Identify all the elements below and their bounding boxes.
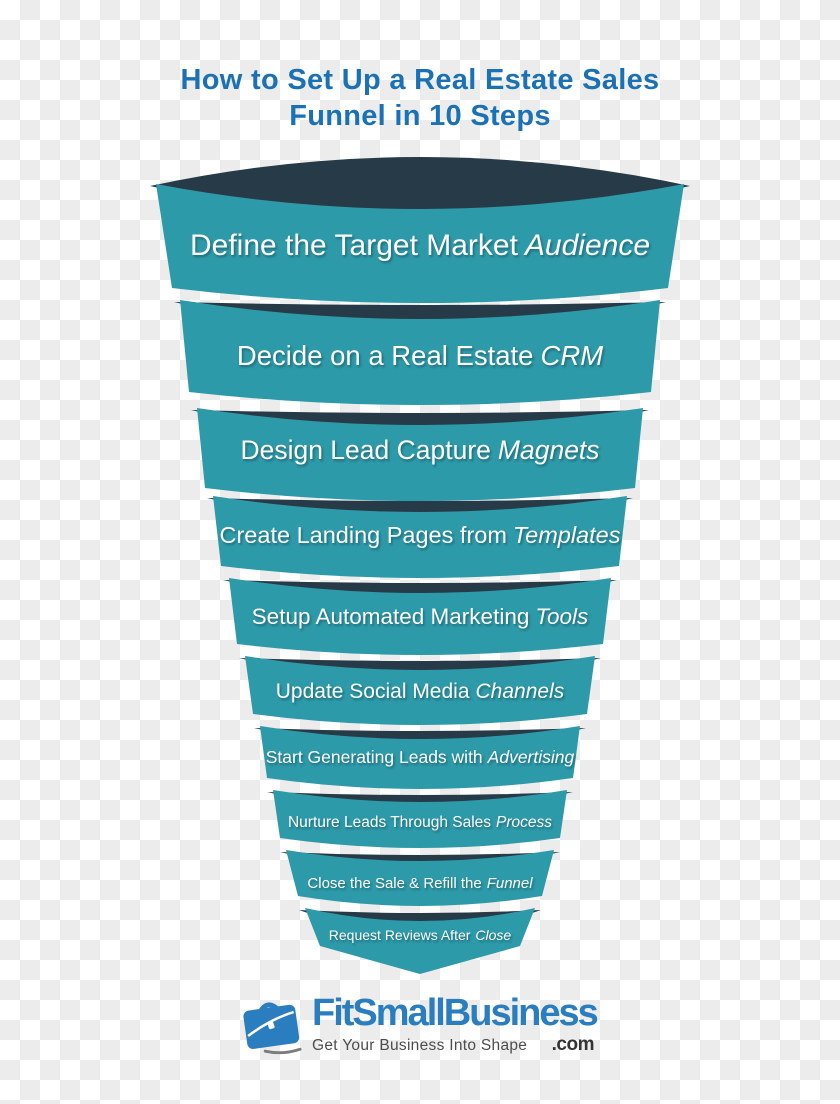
fitsmallbusiness-logo: FitSmallBusiness Get Your Business Into …: [240, 992, 599, 1056]
logo-tld: .com: [551, 1034, 595, 1055]
logo-subline: Get Your Business Into Shape .com: [312, 1034, 595, 1056]
step-band: [245, 656, 595, 725]
logo-wordmark: FitSmallBusiness: [312, 992, 599, 1034]
step-rim: [150, 157, 690, 217]
page-title: How to Set Up a Real Estate Sales Funnel…: [0, 62, 840, 135]
logo-text: FitSmallBusiness Get Your Business Into …: [312, 992, 599, 1056]
title-line-1: How to Set Up a Real Estate Sales: [180, 64, 660, 96]
step-band: [229, 578, 611, 655]
step-band: [286, 850, 554, 906]
logo-tagline: Get Your Business Into Shape: [312, 1037, 528, 1054]
step-band: [273, 790, 567, 848]
step-band: [213, 496, 627, 578]
step-band: [156, 184, 684, 303]
step-band: [197, 408, 643, 501]
briefcase-icon: [243, 1002, 302, 1055]
step-band: [305, 908, 535, 974]
step-band: [260, 726, 580, 789]
step-band: [180, 300, 660, 405]
title-line-2: Funnel in 10 Steps: [289, 100, 551, 133]
